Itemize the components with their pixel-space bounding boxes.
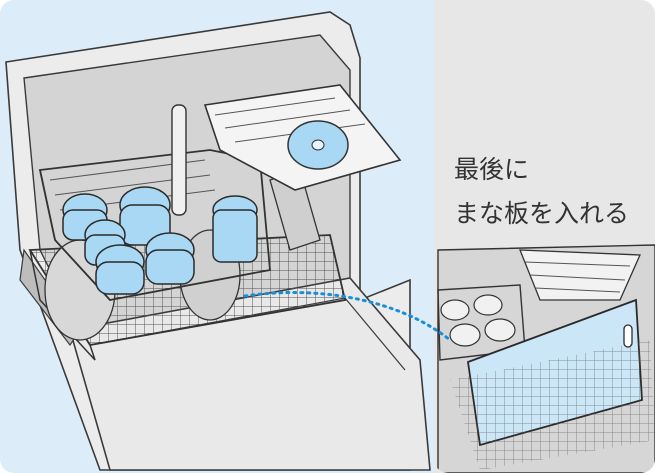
caption-line-2: まな板を入れる [454, 199, 630, 228]
dishwasher-body [5, 11, 431, 471]
caption: 最後に まな板を入れる [454, 148, 629, 236]
blue-cups [62, 186, 258, 295]
cutting-board-inset [437, 244, 655, 473]
cutlery-tray [203, 84, 402, 191]
caption-line-1: 最後に [454, 155, 530, 184]
dotted-guide-line [243, 291, 452, 342]
